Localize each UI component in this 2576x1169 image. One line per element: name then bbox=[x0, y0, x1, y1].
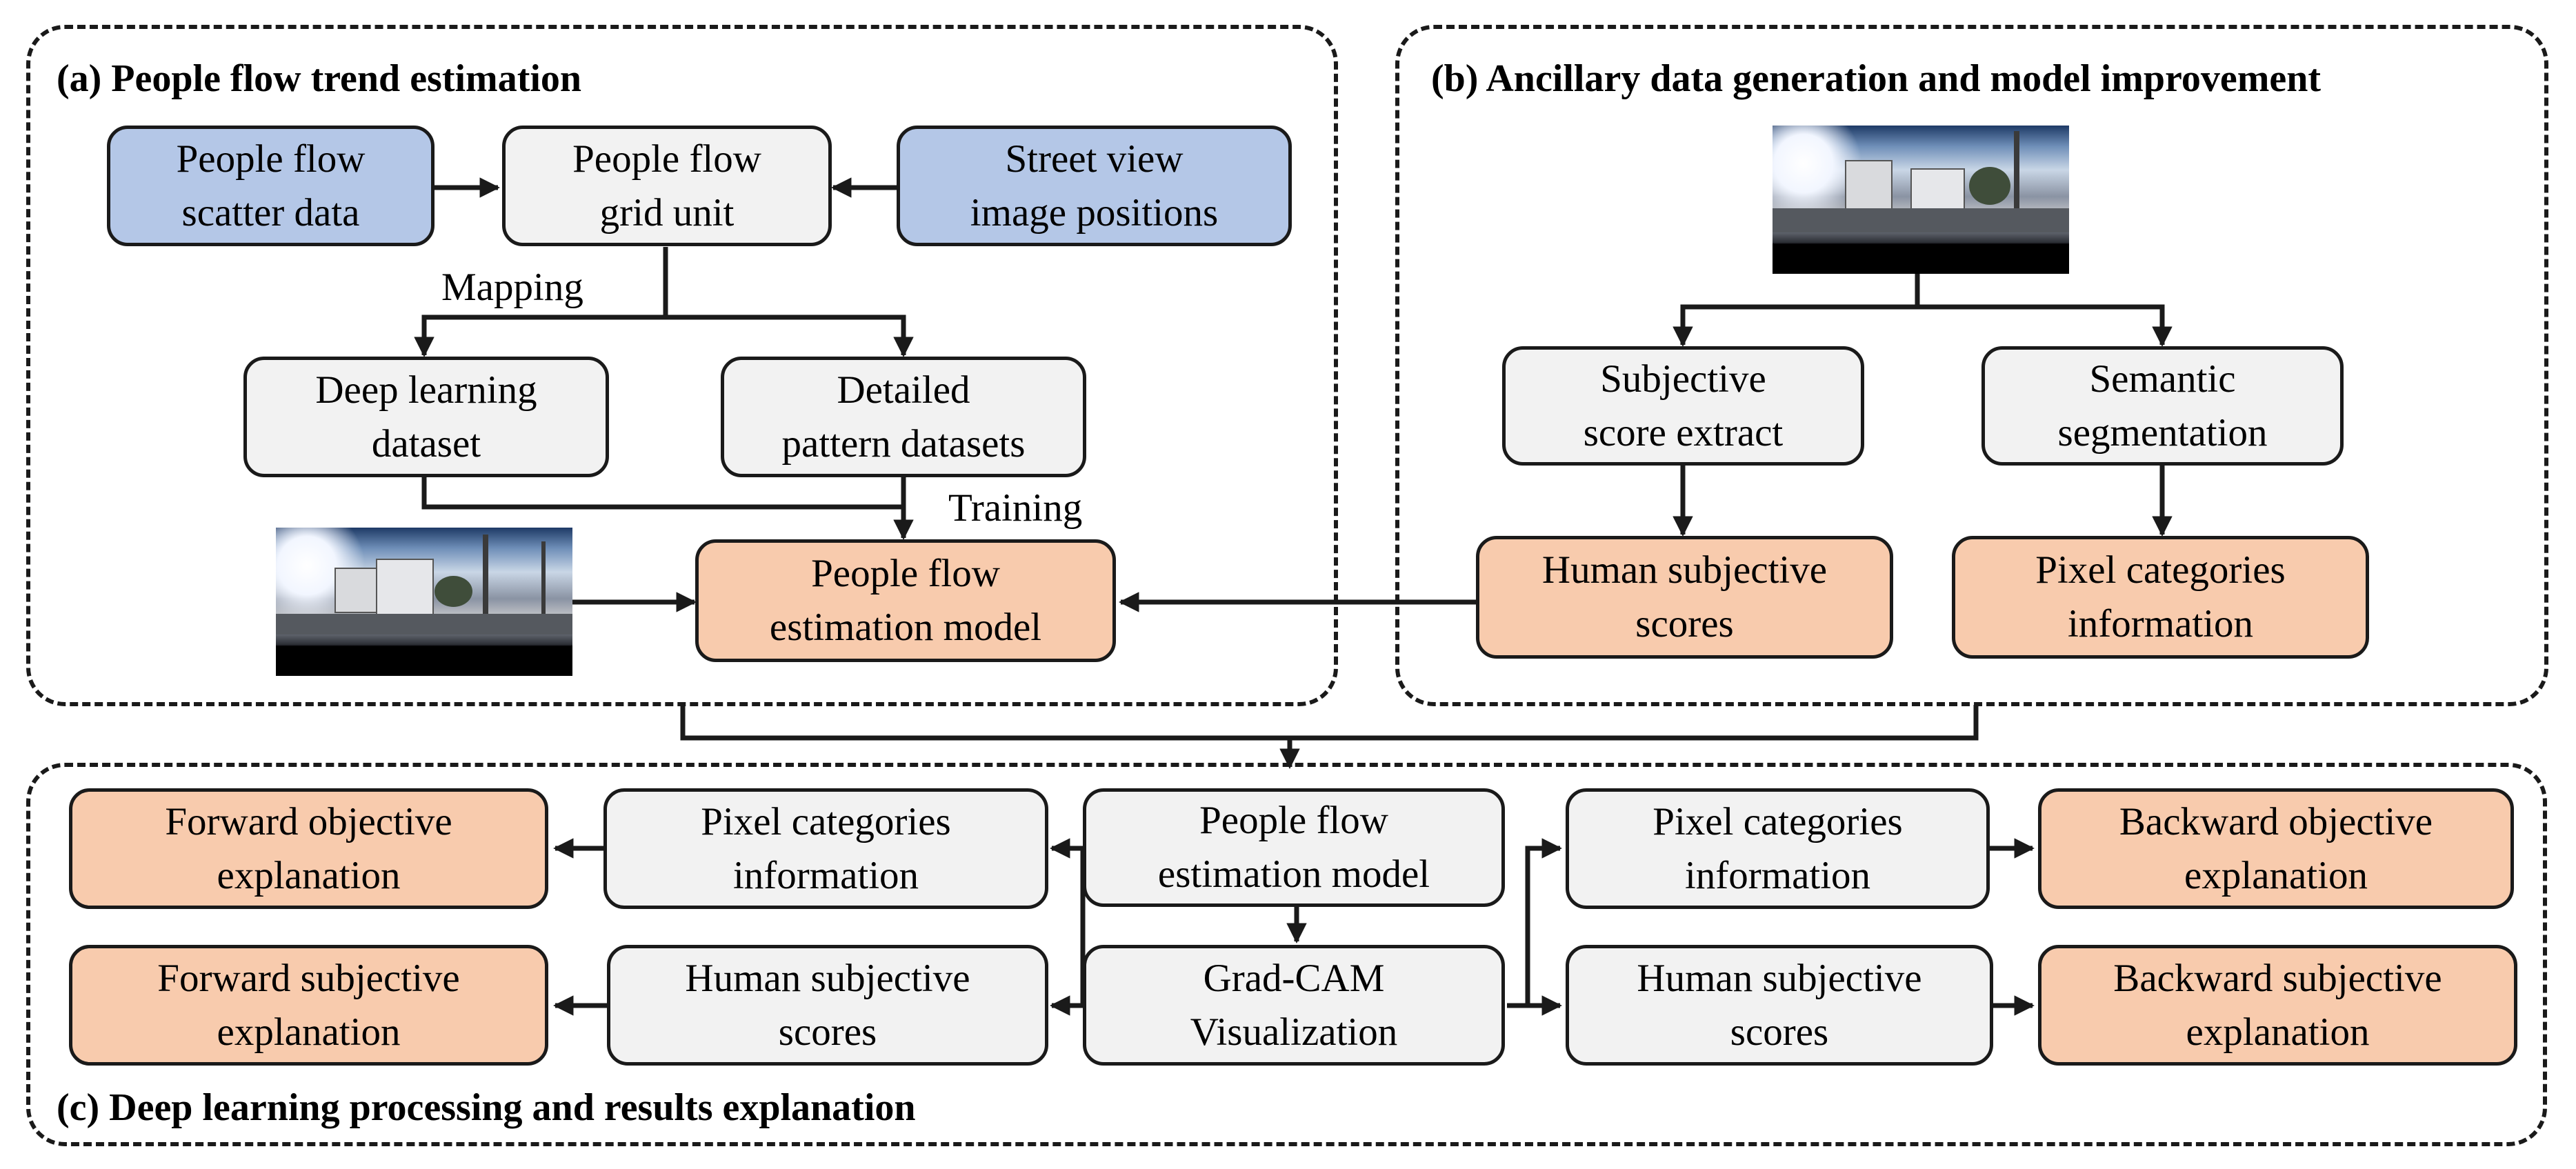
training-label: Training bbox=[948, 486, 1083, 530]
arrow-image-to-subjective bbox=[1673, 304, 1917, 347]
panel-c bbox=[26, 763, 2547, 1146]
panel-b-title: (b) Ancillary data generation and model … bbox=[1431, 57, 2322, 100]
people-flow-estimation-model-box-c: People flow estimation model bbox=[1083, 788, 1505, 907]
forward-objective-explanation-box: Forward objective explanation bbox=[69, 788, 548, 909]
human-subjective-scores-box-b: Human subjective scores bbox=[1476, 536, 1893, 659]
line-dl-dataset-to-training bbox=[421, 477, 903, 510]
panel-a-title: (a) People flow trend estimation bbox=[57, 57, 582, 100]
people-flow-scatter-data-box: People flow scatter data bbox=[107, 126, 435, 246]
arrow-grid-to-pattern bbox=[666, 314, 914, 357]
panel-a bbox=[26, 25, 1338, 706]
line-a-to-c bbox=[680, 705, 1979, 741]
pixel-categories-information-box-c-left: Pixel categories information bbox=[603, 788, 1048, 909]
arrow-grid-to-dl-dataset bbox=[414, 247, 668, 357]
human-subjective-scores-box-c-right: Human subjective scores bbox=[1566, 945, 1993, 1066]
street-view-image-positions-box: Street view image positions bbox=[897, 126, 1292, 246]
semantic-segmentation-box: Semantic segmentation bbox=[1981, 346, 2344, 466]
backward-subjective-explanation-box: Backward subjective explanation bbox=[2038, 945, 2517, 1066]
pixel-categories-information-box-c-right: Pixel categories information bbox=[1566, 788, 1990, 909]
subjective-score-extract-box: Subjective score extract bbox=[1502, 346, 1864, 466]
mapping-label: Mapping bbox=[441, 266, 583, 309]
panel-b bbox=[1395, 25, 2548, 706]
people-flow-grid-unit-box: People flow grid unit bbox=[502, 126, 832, 246]
backward-objective-explanation-box: Backward objective explanation bbox=[2038, 788, 2514, 909]
arrow-image-to-semantic bbox=[1917, 304, 2173, 347]
pixel-categories-information-box-b: Pixel categories information bbox=[1952, 536, 2369, 659]
panel-c-title: (c) Deep learning processing and results… bbox=[57, 1086, 916, 1129]
detailed-pattern-datasets-box: Detailed pattern datasets bbox=[721, 357, 1086, 477]
forward-subjective-explanation-box: Forward subjective explanation bbox=[69, 945, 548, 1066]
street-view-panorama-image-a bbox=[276, 528, 572, 676]
deep-learning-dataset-box: Deep learning dataset bbox=[243, 357, 609, 477]
grad-cam-visualization-box: Grad-CAM Visualization bbox=[1083, 945, 1505, 1066]
people-flow-estimation-model-box-a: People flow estimation model bbox=[695, 539, 1116, 662]
human-subjective-scores-box-c-left: Human subjective scores bbox=[607, 945, 1048, 1066]
street-view-panorama-image-b bbox=[1773, 126, 2069, 274]
